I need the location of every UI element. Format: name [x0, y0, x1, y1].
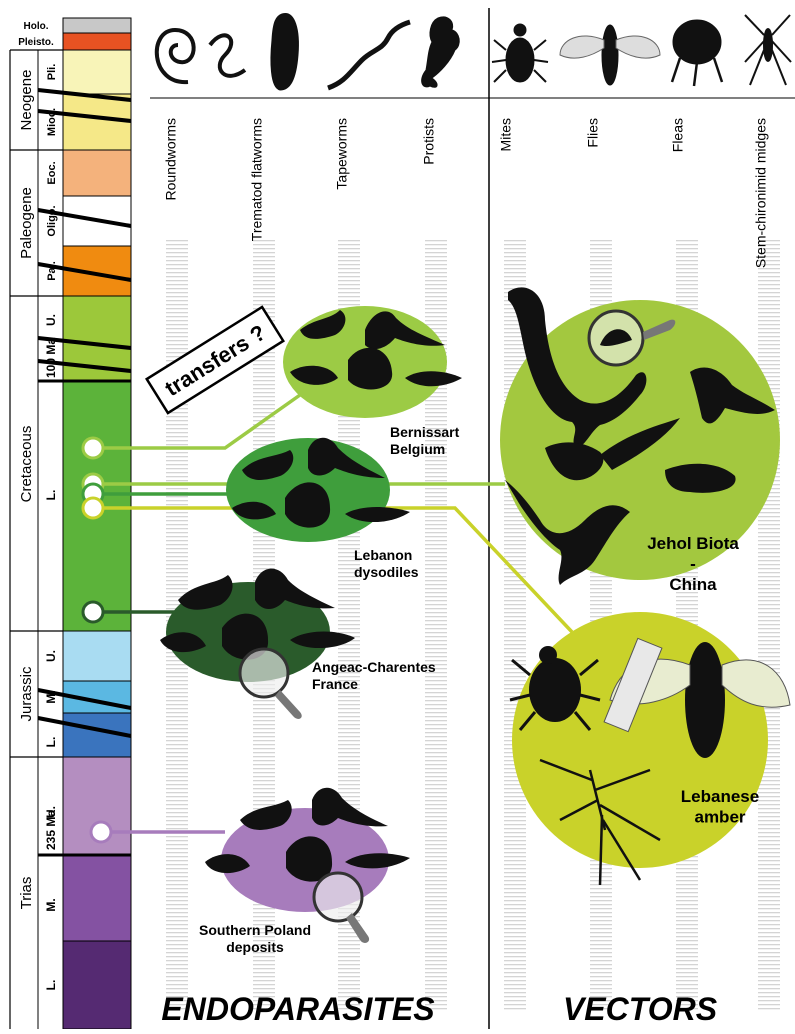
node-bernissart	[83, 438, 103, 458]
taxon-label-stem-chironimid-midges: Stem-chironimid midges	[753, 118, 769, 268]
locality-label-line: amber	[694, 807, 745, 826]
protist-icon	[422, 17, 460, 87]
fly-icon	[560, 25, 660, 85]
epoch-cell-middle-trias	[63, 855, 131, 941]
epoch-cell-pliocene	[63, 50, 131, 94]
locality-label-line: China	[669, 575, 717, 594]
period-label-paleogene: Paleogene	[18, 187, 35, 259]
epoch-label-lower-jurassic: L.	[44, 737, 58, 748]
node-amber	[83, 498, 103, 518]
epoch-label-oligocene: Oligo.	[46, 205, 58, 236]
section-title-vectors: VECTORS	[563, 991, 718, 1027]
period-label-neogene: Neogene	[18, 70, 35, 131]
epoch-label-pleistocene: Pleisto.	[18, 37, 54, 48]
period-label-jurassic: Jurassic	[18, 666, 35, 722]
taxon-label-roundworms: Roundworms	[163, 118, 179, 200]
trematode-icon	[271, 13, 298, 90]
epoch-label-lower-trias: L.	[44, 980, 58, 991]
epoch-cell-miocene	[63, 94, 131, 150]
epoch-cell-pleistocene	[63, 33, 131, 50]
epoch-cell-holocene	[63, 18, 131, 33]
epoch-label-eocene: Eoc.	[46, 161, 58, 184]
epoch-label-paleocene: Pal.	[46, 261, 58, 281]
flea-icon	[672, 20, 722, 86]
epoch-label-middle-jurassic: M.	[44, 690, 58, 703]
taxon-label-protists: Protists	[421, 118, 437, 165]
epoch-label-miocene: Mioc.	[46, 108, 58, 136]
locality-label-line: Bernissart	[390, 424, 460, 440]
locality-label-line: dysodiles	[354, 564, 419, 580]
epoch-label-middle-trias: M.	[44, 898, 58, 911]
taxon-label-tapeworms: Tapeworms	[334, 118, 350, 190]
period-label-trias: Trias	[18, 877, 35, 910]
taxon-label-fleas: Fleas	[670, 118, 686, 152]
locality-label-line: France	[312, 676, 358, 692]
locality-label-line: Southern Poland	[199, 922, 311, 938]
period-label-cretaceous: Cretaceous	[18, 426, 35, 503]
epoch-label-upper-cretaceous: U.	[44, 314, 58, 326]
locality-label-line: Belgium	[390, 441, 445, 457]
locality-label-line: Jehol Biota	[647, 534, 739, 553]
roundworm-icon	[157, 30, 245, 82]
midge-icon	[745, 15, 791, 85]
node-angeac	[83, 602, 103, 622]
epoch-cell-lower-trias	[63, 941, 131, 1029]
epoch-cell-upper-jurassic	[63, 631, 131, 681]
epoch-label-pliocene: Pli.	[46, 64, 58, 81]
section-title-endoparasites: ENDOPARASITES	[161, 991, 435, 1027]
epoch-label-upper-jurassic: U.	[44, 650, 58, 662]
epoch-label-lower-cretaceous: L.	[44, 490, 58, 501]
locality-label-line: -	[690, 554, 696, 573]
age-label-100ma: 100 Ma	[44, 338, 58, 378]
taxon-label-trematode-flatworms: Trematod flatworms	[249, 118, 265, 241]
taxon-label-flies: Flies	[585, 118, 601, 148]
taxon-label-mites: Mites	[498, 118, 514, 151]
locality-label-line: Angeac-Charentes	[312, 659, 436, 675]
age-label-235ma: 235 Ma	[44, 810, 58, 850]
node-poland	[91, 822, 111, 842]
locality-label-line: Lebanese	[681, 787, 759, 806]
locality-label-line: Lebanon	[354, 547, 412, 563]
epoch-cell-eocene	[63, 150, 131, 196]
tick-icon	[492, 24, 548, 82]
dinosaur-silhouette	[255, 569, 335, 609]
locality-label-line: deposits	[226, 939, 284, 955]
timescale: Neogene Paleogene Cretaceous Jurassic Tr…	[10, 18, 131, 1029]
tapeworm-icon	[328, 22, 410, 88]
epoch-label-holocene: Holo.	[24, 21, 49, 32]
taxa-icons	[157, 13, 791, 90]
